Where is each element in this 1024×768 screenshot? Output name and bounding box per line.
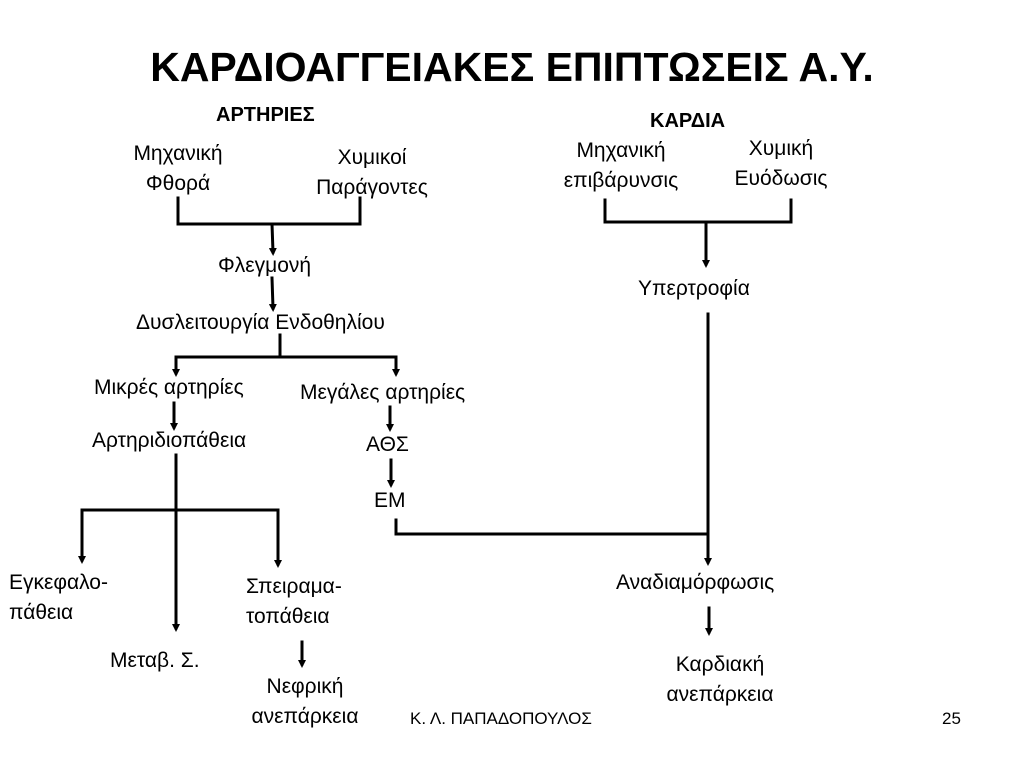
footer-author: Κ. Λ. ΠΑΠΑΔΟΠΟΥΛΟΣ bbox=[410, 709, 592, 728]
connector-em-to-remodeling bbox=[394, 518, 710, 536]
arrow-to-inflammation bbox=[268, 222, 277, 256]
bracket-arteries-inputs bbox=[176, 196, 362, 226]
chemical-factors-label: Χυμικοί Παράγοντες bbox=[316, 146, 428, 199]
large-arteries-label: Μεγάλες αρτηρίες bbox=[300, 381, 466, 404]
inflammation-label: Φλεγμονή bbox=[218, 254, 312, 277]
glomerulopathy-label: Σπειραμα- τοπάθεια bbox=[246, 575, 342, 628]
em-label: ΕΜ bbox=[374, 489, 406, 512]
mechanical-load-label: Μηχανική επιβάρυνσις bbox=[563, 139, 679, 192]
arrow-to-endothelial bbox=[268, 276, 277, 312]
heart-failure-label: Καρδιακή ανεπάρκεια bbox=[666, 653, 774, 706]
small-arteries-label: Μικρές αρτηρίες bbox=[94, 376, 244, 399]
encephalopathy-label: Εγκεφαλο- πάθεια bbox=[9, 571, 108, 624]
arteries-heading: ΑΡΤΗΡΙΕΣ bbox=[216, 104, 315, 126]
renal-failure-label: Νεφρική ανεπάρκεια bbox=[251, 675, 359, 728]
bracket-heart-inputs bbox=[603, 198, 793, 224]
hypertrophy-label: Υπερτροφία bbox=[638, 277, 750, 300]
ahs-label: ΑΘΣ bbox=[366, 433, 409, 456]
slide-title: ΚΑΡΔΙΟΑΓΓΕΙΑΚΕΣ ΕΠΙΠΤΩΣΕΙΣ Α.Υ. bbox=[150, 44, 874, 90]
footer-page-number: 25 bbox=[942, 709, 961, 728]
endothelial-dysfunction-label: Δυσλειτουργία Ενδοθηλίου bbox=[136, 311, 385, 334]
heart-heading: ΚΑΡΔΙΑ bbox=[650, 110, 726, 132]
arteriolopathy-label: Αρτηριδιοπάθεια bbox=[92, 429, 247, 452]
mechanical-wear-label: Μηχανική Φθορά bbox=[133, 142, 223, 195]
remodeling-label: Αναδιαμόρφωσις bbox=[616, 571, 775, 594]
metab-label: Μεταβ. Σ. bbox=[110, 649, 200, 672]
chemical-promotion-label: Χυμική Ευόδωσις bbox=[734, 137, 828, 190]
